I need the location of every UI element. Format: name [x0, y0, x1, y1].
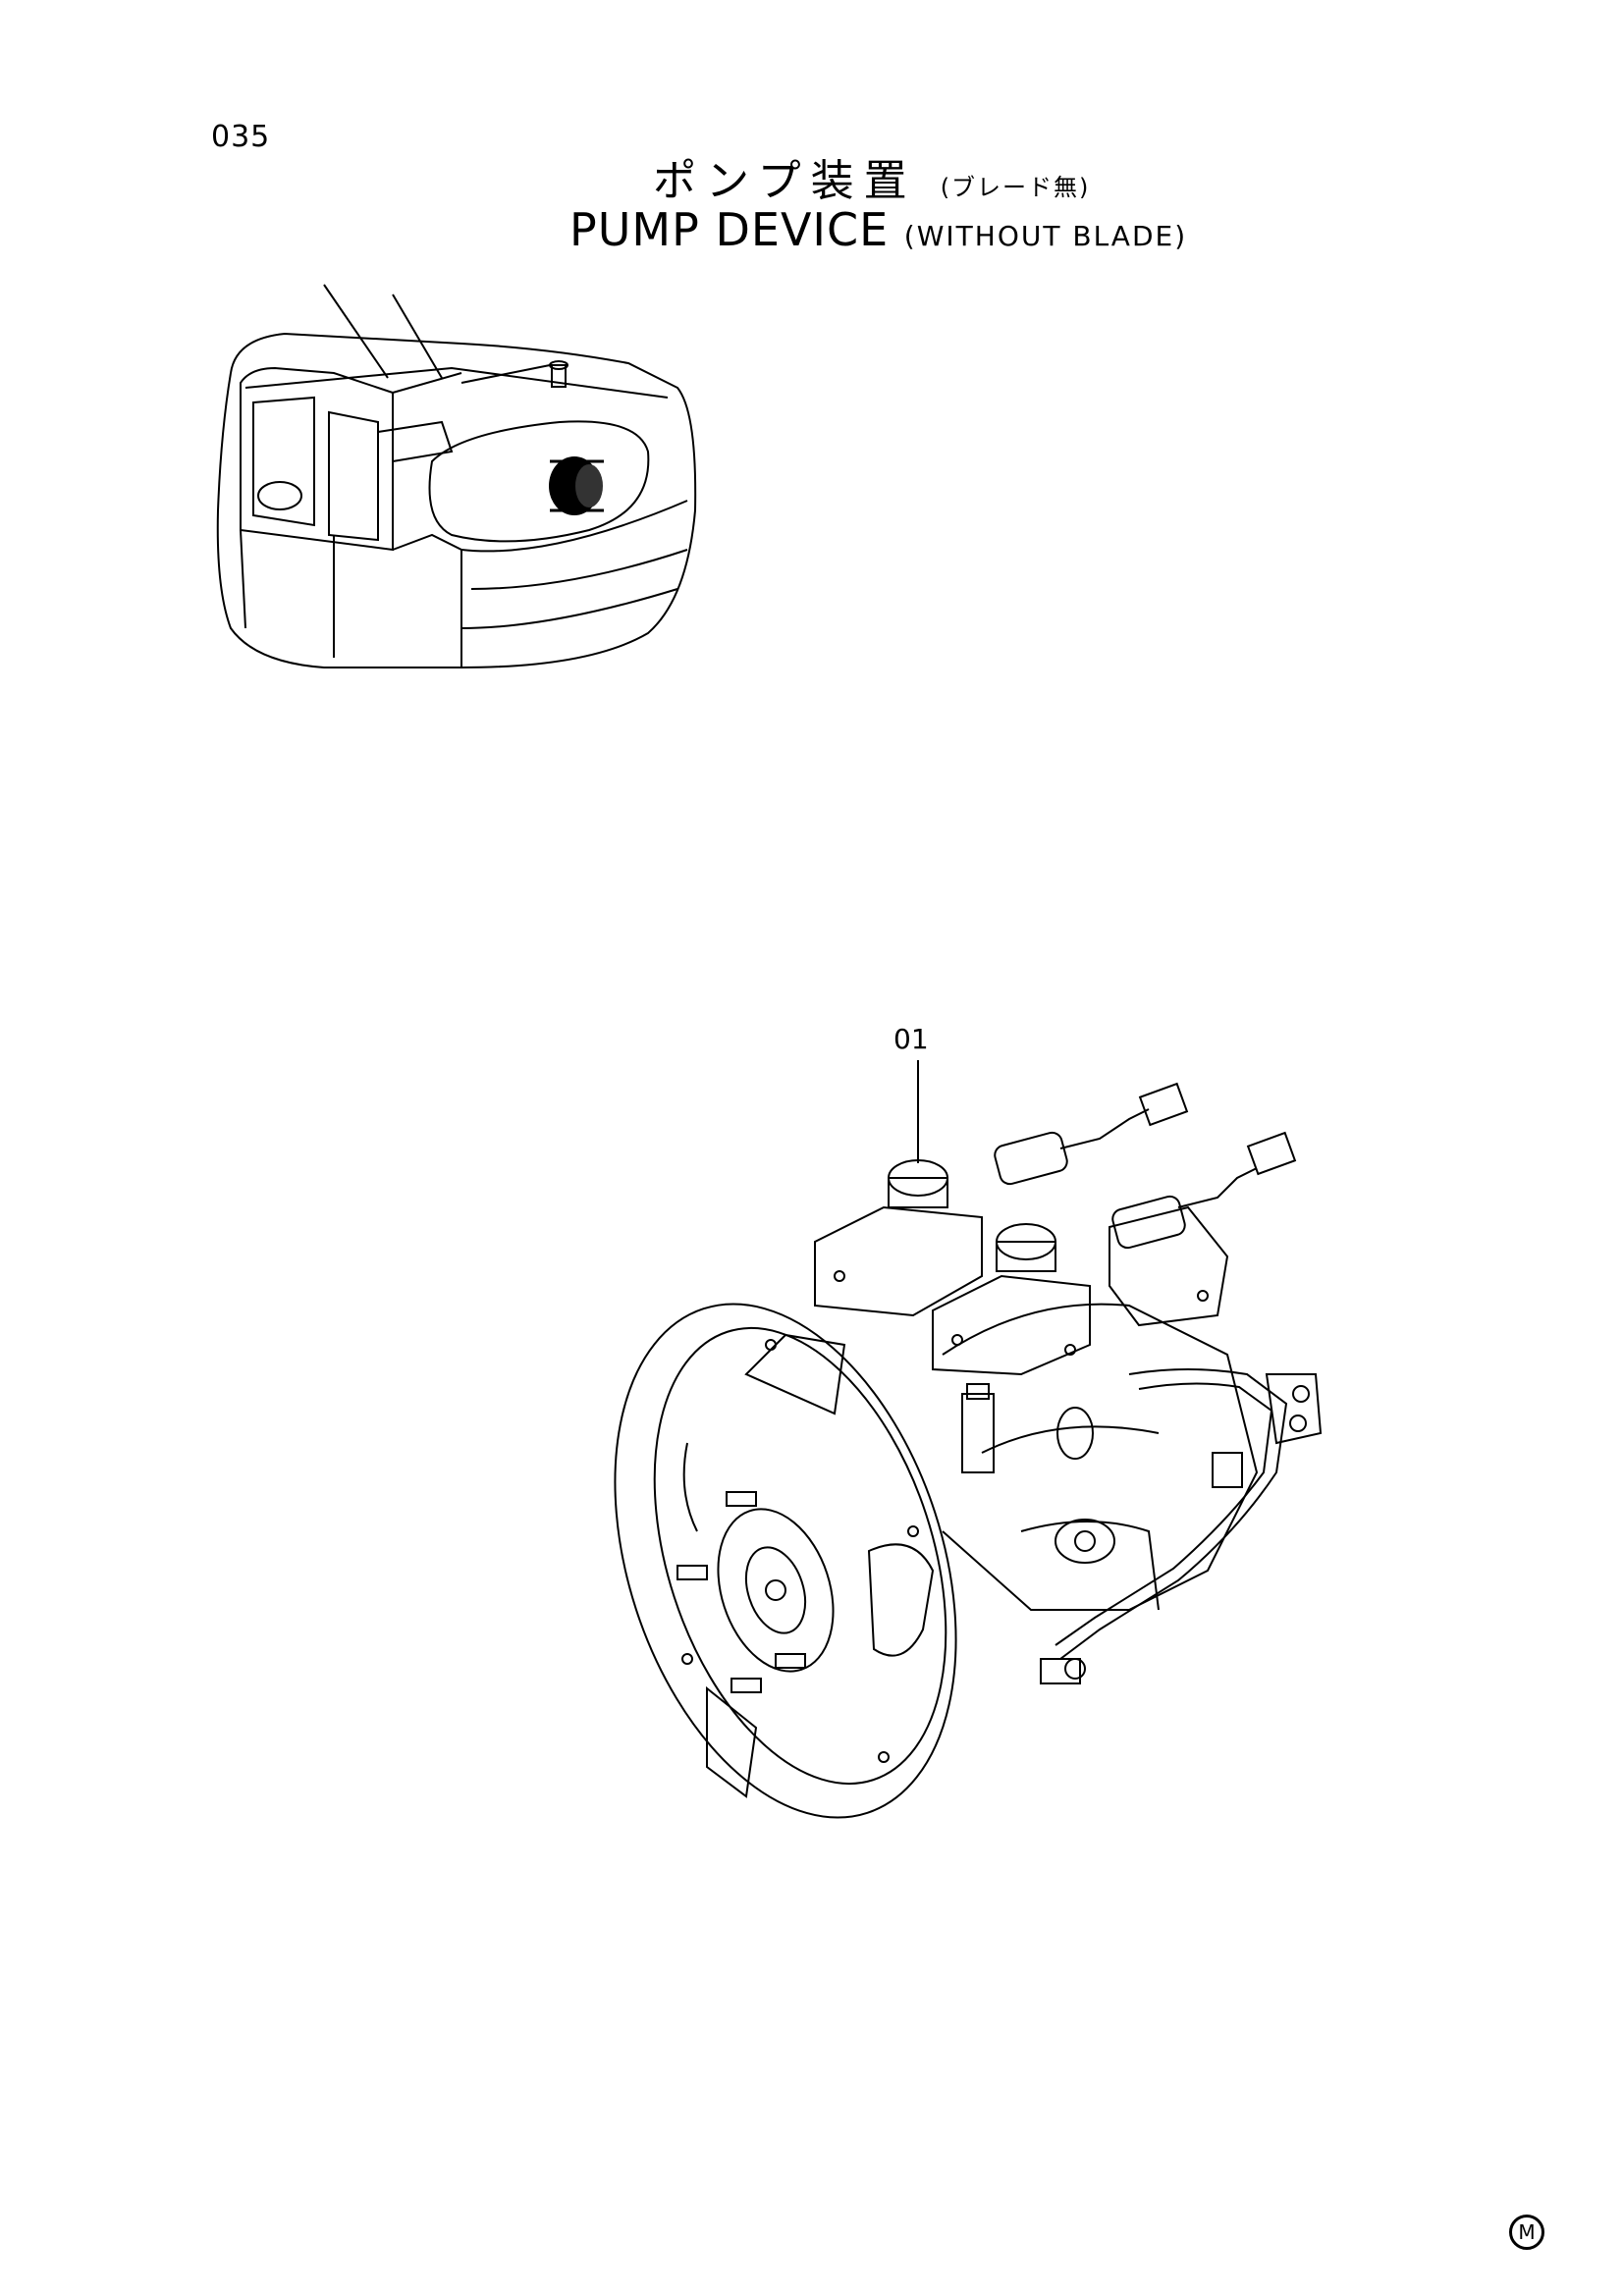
callout-label-01: 01 [893, 1023, 929, 1055]
footer-mark: M [1509, 2215, 1544, 2250]
pump-location-highlight [549, 456, 604, 515]
title-english: PUMP DEVICE (WITHOUT BLADE) [569, 203, 1187, 256]
title-japanese: ポンプ装置 (ブレード無) [653, 145, 1090, 208]
excavator-locator-illustration [216, 284, 697, 668]
title-jp-main: ポンプ装置 [653, 156, 917, 206]
page-number: 035 [211, 120, 271, 154]
title-jp-sub: (ブレード無) [940, 174, 1091, 201]
title-en-main: PUMP DEVICE [569, 203, 890, 256]
title-en-sub: (WITHOUT BLADE) [903, 220, 1188, 252]
pump-device-drawing [614, 1060, 1323, 1819]
